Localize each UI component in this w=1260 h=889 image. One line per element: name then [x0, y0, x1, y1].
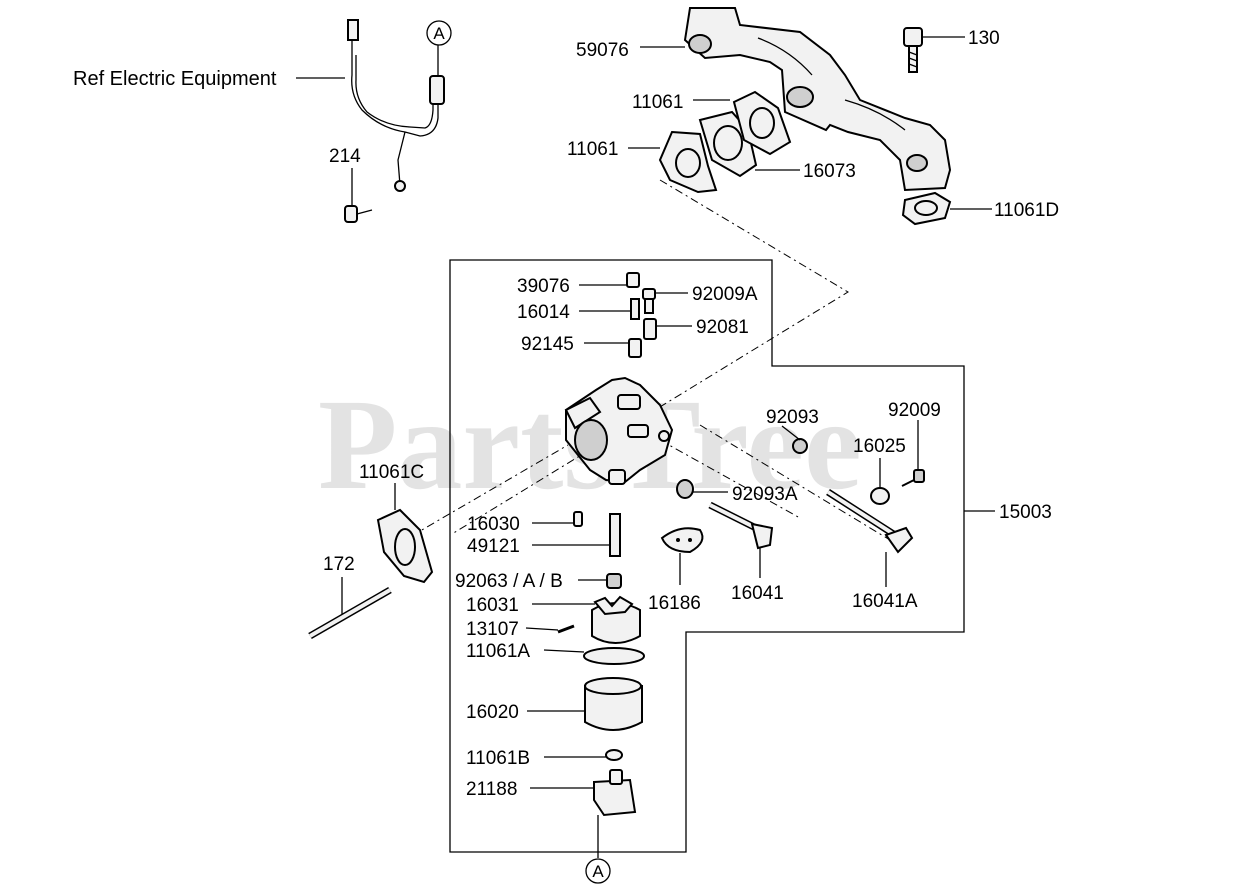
label-172: 172 — [323, 554, 355, 575]
label-13107: 13107 — [466, 619, 519, 640]
gasket-11061-left — [658, 130, 718, 194]
label-11061-top: 11061 — [632, 92, 683, 113]
marker-a-top: A — [433, 24, 445, 43]
tube-49121 — [609, 513, 621, 557]
screw-92009 — [901, 469, 925, 487]
washer-11061B — [605, 749, 623, 761]
label-92093: 92093 — [766, 407, 819, 428]
label-92009A: 92009A — [692, 284, 758, 305]
pin-13107 — [557, 624, 575, 634]
label-11061C: 11061C — [359, 462, 424, 483]
label-16020: 16020 — [466, 702, 519, 723]
label-16186: 16186 — [648, 593, 701, 614]
label-39076: 39076 — [517, 276, 570, 297]
label-16025: 16025 — [853, 436, 906, 457]
choke-shaft-16041A — [826, 489, 914, 554]
choke-plate-16025 — [870, 487, 890, 505]
drain-21188 — [593, 769, 637, 817]
stud-172 — [308, 586, 392, 640]
label-16041: 16041 — [731, 583, 784, 604]
label-15003: 15003 — [999, 502, 1052, 523]
gasket-11061-top — [732, 90, 792, 156]
label-16031: 16031 — [466, 595, 519, 616]
screw-214 — [344, 205, 373, 223]
seal-92093A — [676, 479, 694, 499]
float-16031 — [591, 595, 641, 644]
bolt-130 — [903, 27, 923, 73]
gasket-11061C — [376, 508, 434, 584]
oring-11061A — [583, 647, 645, 665]
label-16030: 16030 — [467, 514, 520, 535]
circled-letter-icon: A — [585, 858, 611, 884]
label-214: 214 — [329, 146, 361, 167]
label-92009: 92009 — [888, 400, 941, 421]
spring-92063 — [606, 573, 622, 589]
label-16014: 16014 — [517, 302, 570, 323]
label-16073: 16073 — [803, 161, 856, 182]
exhaust-manifold — [683, 7, 952, 192]
label-16041A: 16041A — [852, 591, 918, 612]
throttle-plate-16186 — [660, 527, 704, 554]
small-top-parts — [626, 272, 657, 358]
label-11061B: 11061B — [466, 748, 530, 769]
label-21188: 21188 — [466, 779, 517, 800]
label-92145: 92145 — [521, 334, 574, 355]
ref-electric-equipment-label: Ref Electric Equipment — [73, 68, 277, 90]
label-92063: 92063 / A / B — [455, 571, 563, 592]
seal-92093 — [792, 438, 808, 454]
leader-lines — [296, 36, 995, 858]
assembly-frame — [449, 259, 965, 853]
label-59076: 59076 — [576, 40, 629, 61]
wire-harness — [347, 19, 445, 192]
throttle-shaft-16041 — [708, 501, 774, 550]
label-11061A: 11061A — [466, 641, 530, 662]
label-92081: 92081 — [696, 317, 749, 338]
label-49121: 49121 — [467, 536, 520, 557]
gasket-11061D — [901, 191, 952, 226]
float-bowl-16020 — [584, 677, 643, 731]
jet-16030 — [573, 511, 583, 527]
carburetor-body — [564, 376, 674, 485]
label-11061-left: 11061 — [567, 139, 618, 160]
label-92093A: 92093A — [732, 484, 798, 505]
label-11061D: 11061D — [994, 200, 1059, 221]
circled-letter-icon: A — [426, 20, 452, 46]
marker-a-bottom: A — [592, 862, 604, 881]
label-130: 130 — [968, 28, 1000, 49]
